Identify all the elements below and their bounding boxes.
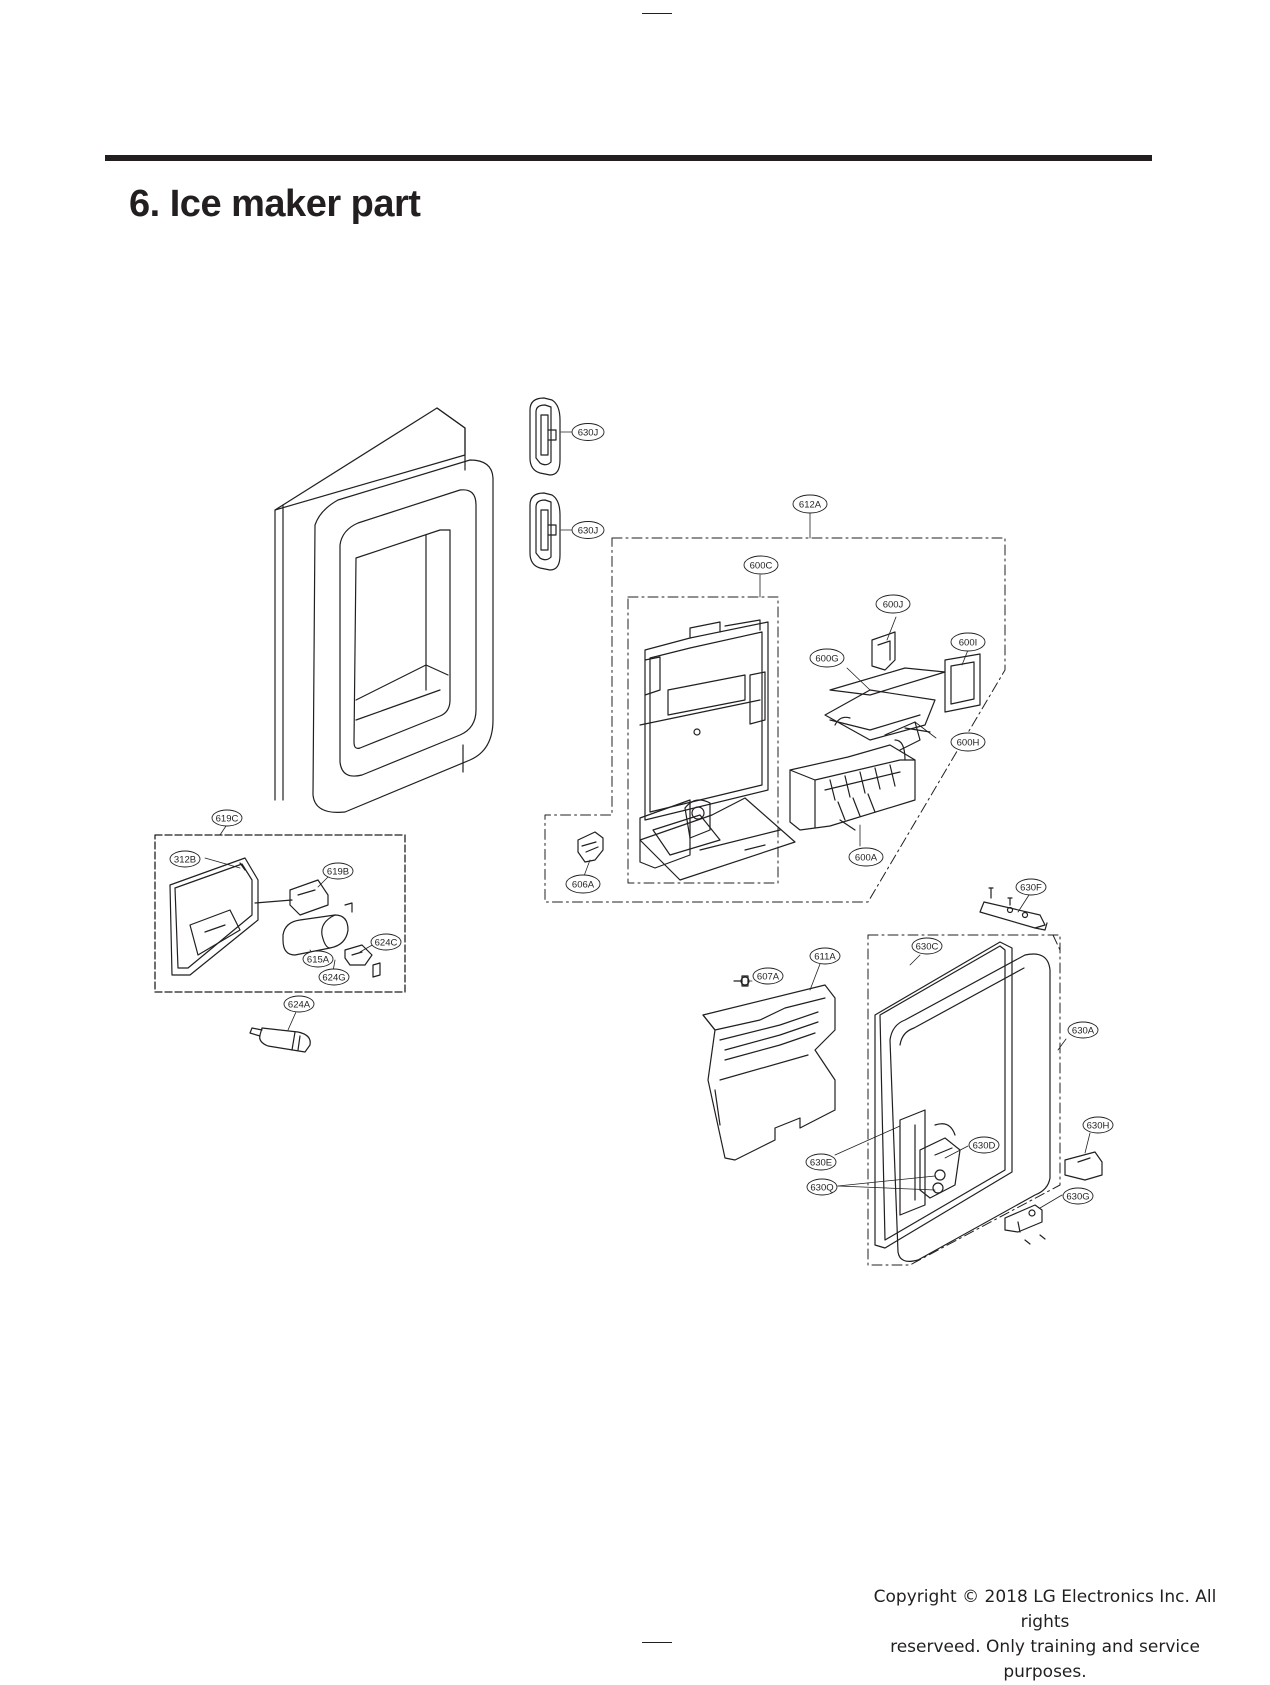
callout-630F: 630F (1015, 878, 1047, 896)
callout-600A: 600A (848, 847, 884, 867)
leader-lines (204, 431, 1091, 1209)
screw-607A (733, 975, 750, 987)
svg-text:607A: 607A (757, 972, 780, 983)
hinge-630F (979, 887, 1048, 931)
svg-text:606A: 606A (572, 880, 595, 891)
assembly-600C-boundary (627, 596, 779, 884)
callout-611A: 611A (809, 947, 841, 965)
svg-text:630G: 630G (1066, 1192, 1089, 1203)
callout-630C: 630C (911, 937, 943, 955)
door-liner-frame (274, 407, 494, 813)
svg-text:630J: 630J (578, 526, 599, 537)
callout-630J-top: 630J (571, 423, 605, 441)
svg-text:600A: 600A (855, 853, 878, 864)
svg-text:600H: 600H (957, 738, 980, 749)
page-title: 6. Ice maker part (129, 183, 421, 225)
svg-text:611A: 611A (814, 952, 836, 963)
ice-bin-cover-611A (702, 984, 836, 1161)
callout-630G: 630G (1062, 1187, 1094, 1205)
callout-600G: 600G (809, 648, 845, 668)
callout-624C: 624C (370, 933, 402, 951)
assembly-612A-boundary (544, 537, 1006, 903)
callout-600H: 600H (950, 732, 986, 752)
assembly-630A-boundary (867, 934, 1061, 1266)
svg-text:600G: 600G (815, 654, 838, 665)
svg-text:312B: 312B (174, 855, 196, 866)
ice-maker-parts (789, 631, 981, 831)
callout-630J-bottom: 630J (571, 521, 605, 539)
callout-630H: 630H (1082, 1116, 1114, 1134)
dispenser-control-619C (169, 857, 381, 978)
callout-615A: 615A (302, 950, 334, 968)
ice-maker-housing-600C (639, 619, 796, 881)
svg-text:630F: 630F (1020, 883, 1042, 894)
svg-text:612A: 612A (799, 500, 822, 511)
callout-312B: 312B (169, 850, 201, 868)
page-top-mark (642, 13, 672, 14)
water-filter-624A (249, 1027, 311, 1053)
svg-text:630C: 630C (916, 942, 939, 953)
hinge-630G (1004, 1204, 1046, 1245)
svg-text:630E: 630E (810, 1158, 832, 1169)
svg-text:619C: 619C (216, 814, 239, 825)
callout-624G: 624G (318, 968, 350, 986)
callout-630E: 630E (805, 1153, 837, 1171)
door-cap-630J-bottom (529, 492, 561, 571)
svg-text:630A: 630A (1072, 1026, 1095, 1037)
svg-text:630Q: 630Q (810, 1183, 833, 1194)
page-bottom-mark (642, 1642, 672, 1643)
assembly-619C-boundary (154, 834, 406, 993)
callout-600I: 600I (950, 632, 986, 652)
svg-text:624C: 624C (375, 938, 398, 949)
svg-text:630H: 630H (1087, 1121, 1110, 1132)
svg-text:630J: 630J (578, 428, 599, 439)
door-cap-630J-top (529, 397, 561, 476)
callout-619B: 619B (322, 862, 354, 880)
svg-text:600I: 600I (959, 638, 978, 649)
svg-text:615A: 615A (307, 955, 330, 966)
svg-text:619B: 619B (327, 867, 349, 878)
callout-600J: 600J (875, 594, 911, 614)
callout-612A: 612A (792, 494, 828, 514)
svg-text:630D: 630D (973, 1141, 996, 1152)
svg-text:624A: 624A (288, 1000, 311, 1011)
ice-bin-door-630A (874, 941, 1051, 1262)
callout-630D: 630D (968, 1136, 1000, 1154)
svg-text:600J: 600J (883, 600, 904, 611)
bracket-630H (1064, 1151, 1103, 1181)
header-rule (105, 155, 1152, 161)
callout-624A: 624A (283, 995, 315, 1013)
copyright-line-2: reserveed. Only training and service pur… (890, 1637, 1200, 1682)
copyright-notice: Copyright © 2018 LG Electronics Inc. All… (850, 1585, 1240, 1685)
callout-630Q: 630Q (806, 1178, 838, 1196)
copyright-line-1: Copyright © 2018 LG Electronics Inc. All… (873, 1587, 1217, 1632)
callout-630A: 630A (1067, 1021, 1099, 1039)
callout-619C: 619C (211, 809, 243, 827)
svg-text:624G: 624G (322, 973, 345, 984)
svg-text:600C: 600C (750, 561, 773, 572)
callout-606A: 606A (565, 874, 601, 894)
callout-600C: 600C (743, 555, 779, 575)
bracket-606A (577, 831, 604, 863)
callout-607A: 607A (752, 967, 784, 985)
